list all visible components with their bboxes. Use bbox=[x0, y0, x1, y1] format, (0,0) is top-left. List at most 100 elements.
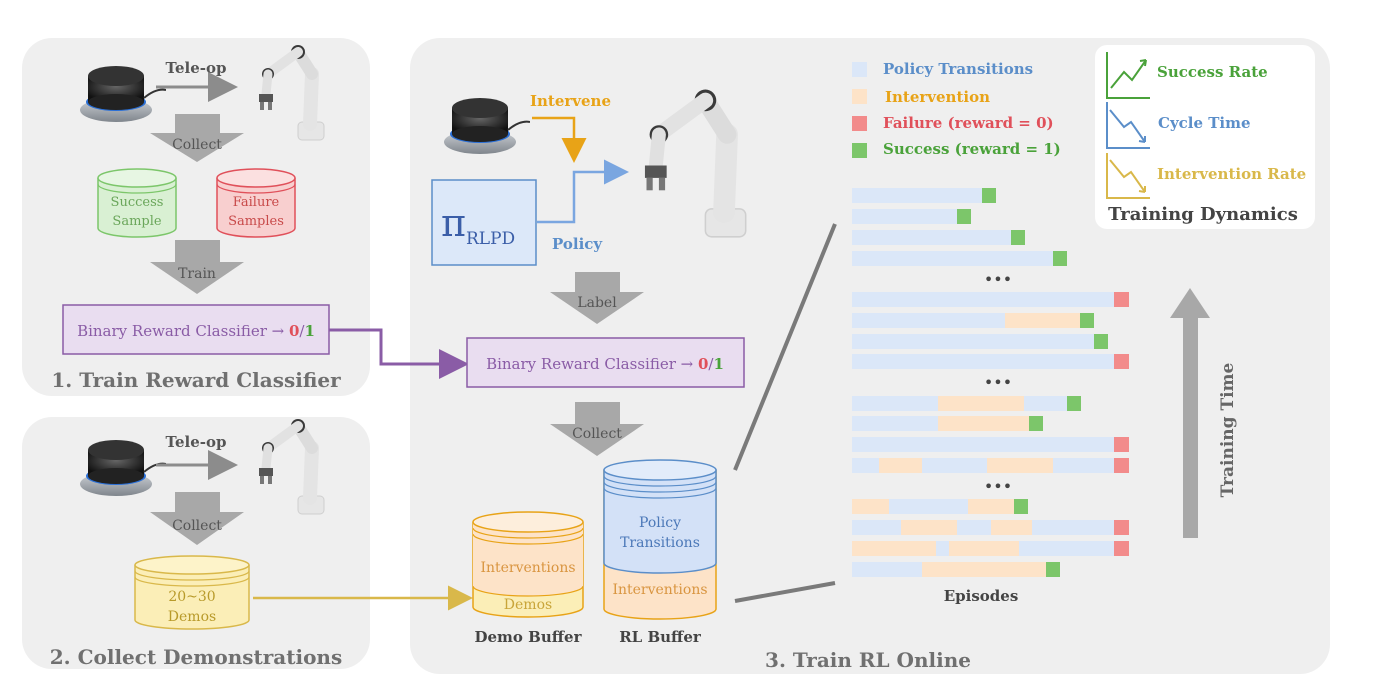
svg-text:Demos: Demos bbox=[168, 609, 216, 625]
svg-text:Success (reward = 1): Success (reward = 1) bbox=[883, 140, 1061, 158]
train-label: Train bbox=[178, 266, 216, 282]
failure-samples-cylinder: Failure Samples bbox=[216, 168, 296, 238]
training-dynamics-title: Training Dynamics bbox=[1108, 204, 1298, 225]
policy-box bbox=[431, 179, 537, 266]
policy-arrow bbox=[537, 159, 629, 224]
episode-bar bbox=[1053, 458, 1114, 473]
binary-reward-classifier-box bbox=[466, 337, 745, 388]
intervene-label: Intervene bbox=[530, 92, 611, 110]
cycle-time-label: Cycle Time bbox=[1158, 114, 1251, 132]
episode-bar bbox=[852, 458, 879, 473]
success-marker bbox=[1014, 499, 1028, 514]
failure-marker bbox=[1114, 292, 1129, 307]
legend-swatch-failure bbox=[852, 116, 867, 131]
success-marker bbox=[1067, 396, 1081, 411]
intervention-segment bbox=[938, 416, 1029, 431]
episode-bar bbox=[852, 562, 922, 577]
svg-text:Transitions: Transitions bbox=[620, 535, 700, 551]
svg-text:Policy: Policy bbox=[639, 515, 681, 531]
episode-legend: Policy Transitions Intervention Failure … bbox=[852, 60, 1061, 158]
episode-bar bbox=[852, 313, 1005, 328]
success-marker bbox=[1094, 334, 1108, 349]
collect-arrow bbox=[150, 114, 244, 162]
svg-text:Failure (reward = 0): Failure (reward = 0) bbox=[883, 114, 1054, 132]
training-dynamics-box bbox=[1095, 45, 1315, 229]
svg-text:Failure: Failure bbox=[233, 195, 280, 210]
success-marker bbox=[982, 188, 996, 203]
intervention-segment bbox=[852, 541, 936, 556]
episode-bar bbox=[922, 458, 987, 473]
intervention-segment bbox=[922, 562, 1046, 577]
intervene-arrow bbox=[532, 116, 587, 163]
intervention-segment bbox=[968, 499, 1014, 514]
intervention-rate-label: Intervention Rate bbox=[1157, 165, 1306, 183]
episode-bar bbox=[936, 541, 949, 556]
svg-text:Samples: Samples bbox=[228, 214, 284, 229]
success-marker bbox=[957, 209, 971, 224]
teleop-label: Tele-op bbox=[166, 59, 227, 77]
panel3-title: 3. Train RL Online bbox=[765, 648, 971, 672]
classifier-label: Binary Reward Classifier → 0/1 bbox=[486, 355, 724, 373]
collect-label: Collect bbox=[172, 518, 222, 534]
teleop-label: Tele-op bbox=[166, 433, 227, 451]
collect-arrow bbox=[150, 492, 244, 545]
svg-text:Sample: Sample bbox=[112, 214, 161, 229]
episode-bar bbox=[852, 396, 938, 411]
intervention-segment bbox=[1005, 313, 1080, 328]
training-time-label: Training Time bbox=[1218, 362, 1238, 497]
intervention-segment bbox=[901, 520, 957, 535]
failure-marker bbox=[1114, 458, 1129, 473]
episode-bar bbox=[1032, 520, 1114, 535]
zoom-line-top bbox=[733, 223, 837, 471]
legend-swatch-policy bbox=[852, 62, 867, 77]
legend-swatch-success bbox=[852, 143, 867, 158]
panel2-title: 2. Collect Demonstrations bbox=[50, 645, 342, 669]
episode-bar bbox=[852, 251, 1053, 266]
intervention-segment bbox=[938, 396, 1024, 411]
demo-buffer-title: Demo Buffer bbox=[475, 628, 583, 646]
policy-symbol: πRLPD bbox=[441, 201, 515, 249]
svg-text:Intervention: Intervention bbox=[885, 88, 990, 106]
success-rate-label: Success Rate bbox=[1157, 63, 1268, 81]
training-time-arrow bbox=[1170, 288, 1210, 538]
episode-bar bbox=[1024, 396, 1067, 411]
label-arrow bbox=[550, 272, 644, 324]
success-marker bbox=[1029, 416, 1043, 431]
svg-text:Interventions: Interventions bbox=[480, 560, 575, 576]
intervention-segment bbox=[852, 499, 889, 514]
intervention-segment bbox=[949, 541, 1019, 556]
episode-bar bbox=[852, 334, 1094, 349]
svg-text:20~30: 20~30 bbox=[168, 589, 215, 605]
collect-label: Collect bbox=[172, 137, 222, 153]
episode-bar bbox=[852, 230, 1011, 245]
episodes-label: Episodes bbox=[944, 587, 1019, 605]
ellipsis: ••• bbox=[984, 270, 1012, 289]
episode-bar bbox=[852, 437, 1114, 452]
success-marker bbox=[1011, 230, 1025, 245]
episode-bars: ••• ••• ••• bbox=[852, 188, 1129, 577]
success-marker bbox=[1053, 251, 1067, 266]
success-marker bbox=[1080, 313, 1094, 328]
panel1-title: 1. Train Reward Classifier bbox=[51, 368, 341, 392]
demos-cylinder: 20~30 Demos bbox=[134, 555, 250, 630]
episode-bar bbox=[852, 188, 982, 203]
train-arrow bbox=[150, 240, 244, 294]
ellipsis: ••• bbox=[984, 477, 1012, 496]
demo-buffer-cylinder: Interventions Demos bbox=[472, 511, 584, 618]
policy-label: Policy bbox=[552, 235, 603, 253]
label-arrow-label: Label bbox=[577, 295, 617, 311]
failure-marker bbox=[1114, 354, 1129, 369]
binary-reward-classifier-box bbox=[62, 304, 330, 355]
collect-label: Collect bbox=[572, 426, 622, 442]
legend-swatch-intervention bbox=[852, 89, 867, 104]
failure-marker bbox=[1114, 520, 1129, 535]
failure-marker bbox=[1114, 541, 1129, 556]
success-sample-cylinder: Success Sample bbox=[97, 168, 177, 238]
episode-bar bbox=[852, 416, 938, 431]
episode-bar bbox=[889, 499, 968, 514]
zoom-line-bottom bbox=[734, 581, 836, 603]
intervention-segment bbox=[987, 458, 1053, 473]
svg-text:Policy Transitions: Policy Transitions bbox=[883, 60, 1033, 78]
intervention-segment bbox=[991, 520, 1032, 535]
rl-buffer-cylinder: Policy Transitions Interventions bbox=[603, 459, 717, 620]
